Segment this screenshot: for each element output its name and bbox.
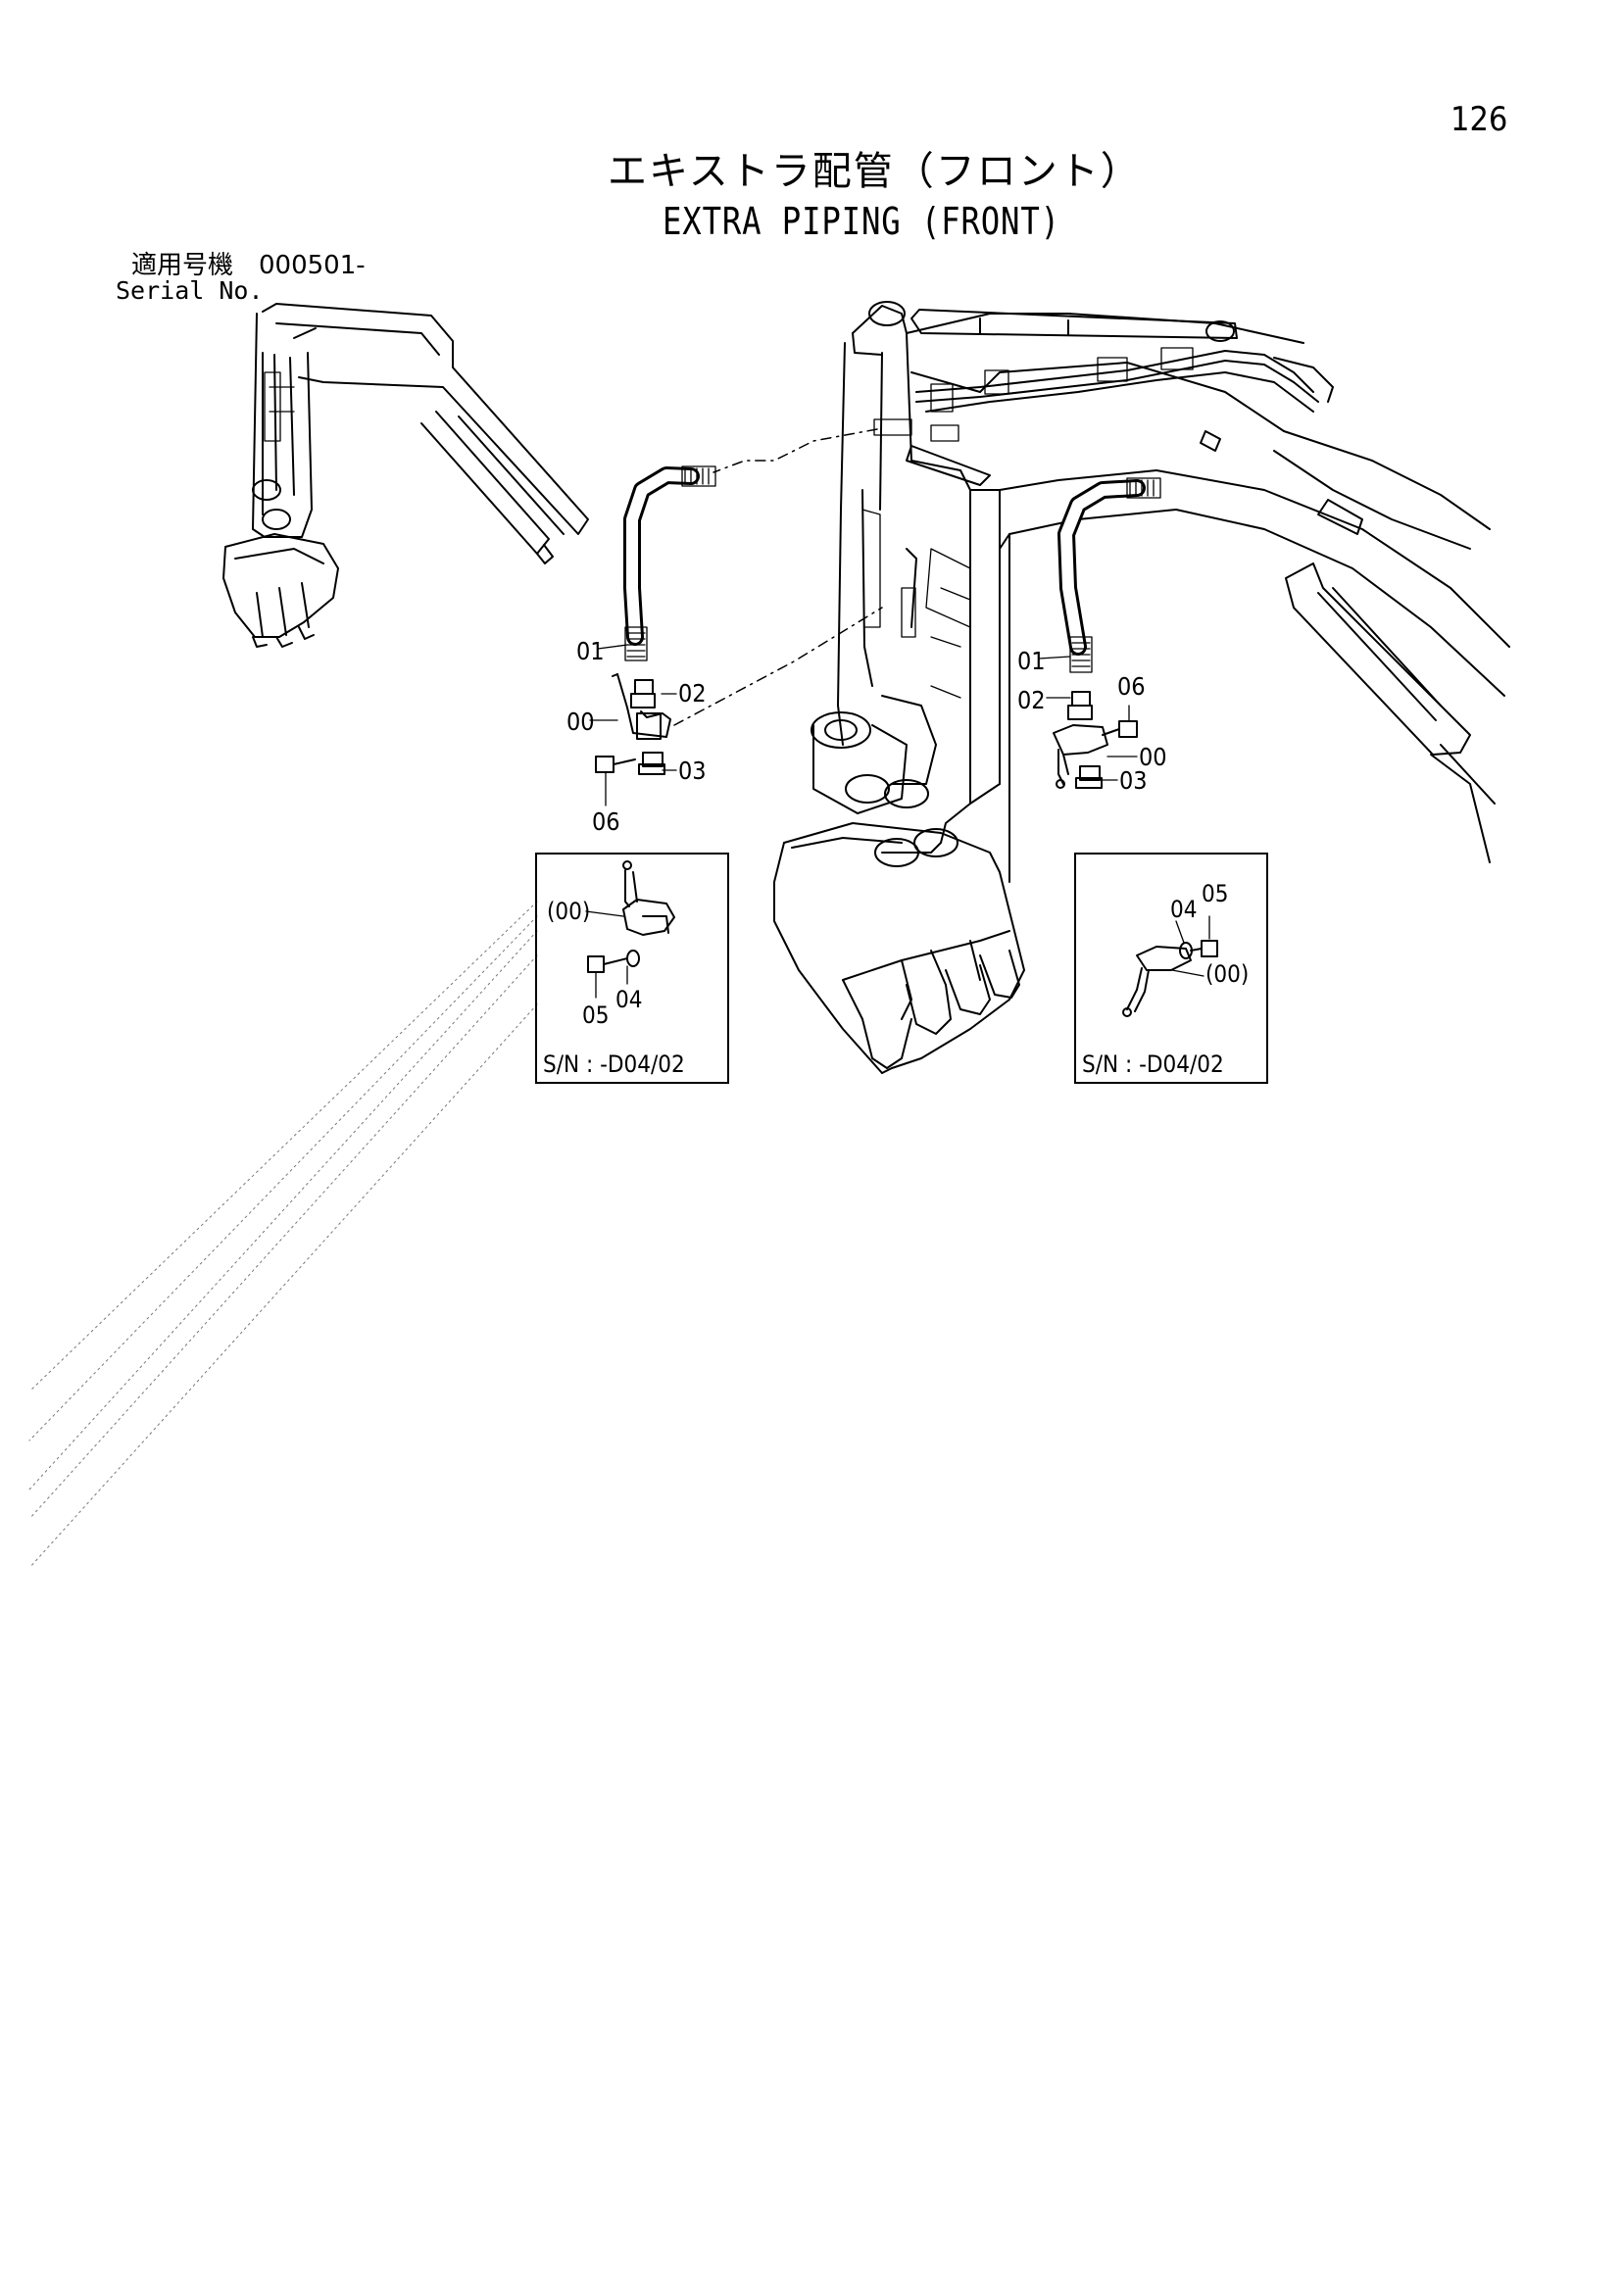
callout-right-01: 01 <box>1017 647 1046 675</box>
inset-right-part-05: 05 <box>1202 880 1229 907</box>
serial-number-label: Serial No. <box>116 276 264 305</box>
leader-lines <box>589 644 1138 806</box>
callout-right-03: 03 <box>1119 766 1148 795</box>
left-hose-assembly <box>595 428 883 775</box>
main-front-drawing <box>773 301 1510 1074</box>
overview-front-drawing <box>222 303 589 648</box>
callout-left-00: 00 <box>566 708 595 736</box>
serial-applicable-label: 適用号機 000501- <box>131 251 366 280</box>
callout-left-01: 01 <box>576 637 605 665</box>
callout-left-02: 02 <box>678 679 707 708</box>
inset-left-sn-label: S/N : -D04/02 <box>543 1050 685 1078</box>
inset-left-part-00: (00) <box>547 898 591 925</box>
inset-right-part-00: (00) <box>1205 960 1250 988</box>
inset-left-part-05: 05 <box>582 1001 610 1029</box>
callout-left-06: 06 <box>592 807 620 836</box>
inset-right-sn-label: S/N : -D04/02 <box>1082 1050 1224 1078</box>
inset-right-part-04: 04 <box>1170 896 1198 923</box>
projection-lines <box>28 901 538 1569</box>
page-number: 126 <box>1450 100 1508 139</box>
left-inset-drawing <box>585 860 675 999</box>
callout-right-02: 02 <box>1017 686 1046 714</box>
right-inset-drawing <box>1122 915 1218 1017</box>
callout-left-03: 03 <box>678 757 707 785</box>
callout-right-00: 00 <box>1139 743 1167 771</box>
inset-left-part-04: 04 <box>615 986 643 1013</box>
title-japanese: エキストラ配管（フロント） <box>608 149 1142 194</box>
inset-right-box <box>1074 853 1268 1084</box>
title-english: EXTRA PIPING (FRONT) <box>663 200 1060 243</box>
right-hose-assembly <box>1053 477 1161 789</box>
callout-right-06: 06 <box>1117 672 1146 701</box>
inset-left-box <box>535 853 729 1084</box>
